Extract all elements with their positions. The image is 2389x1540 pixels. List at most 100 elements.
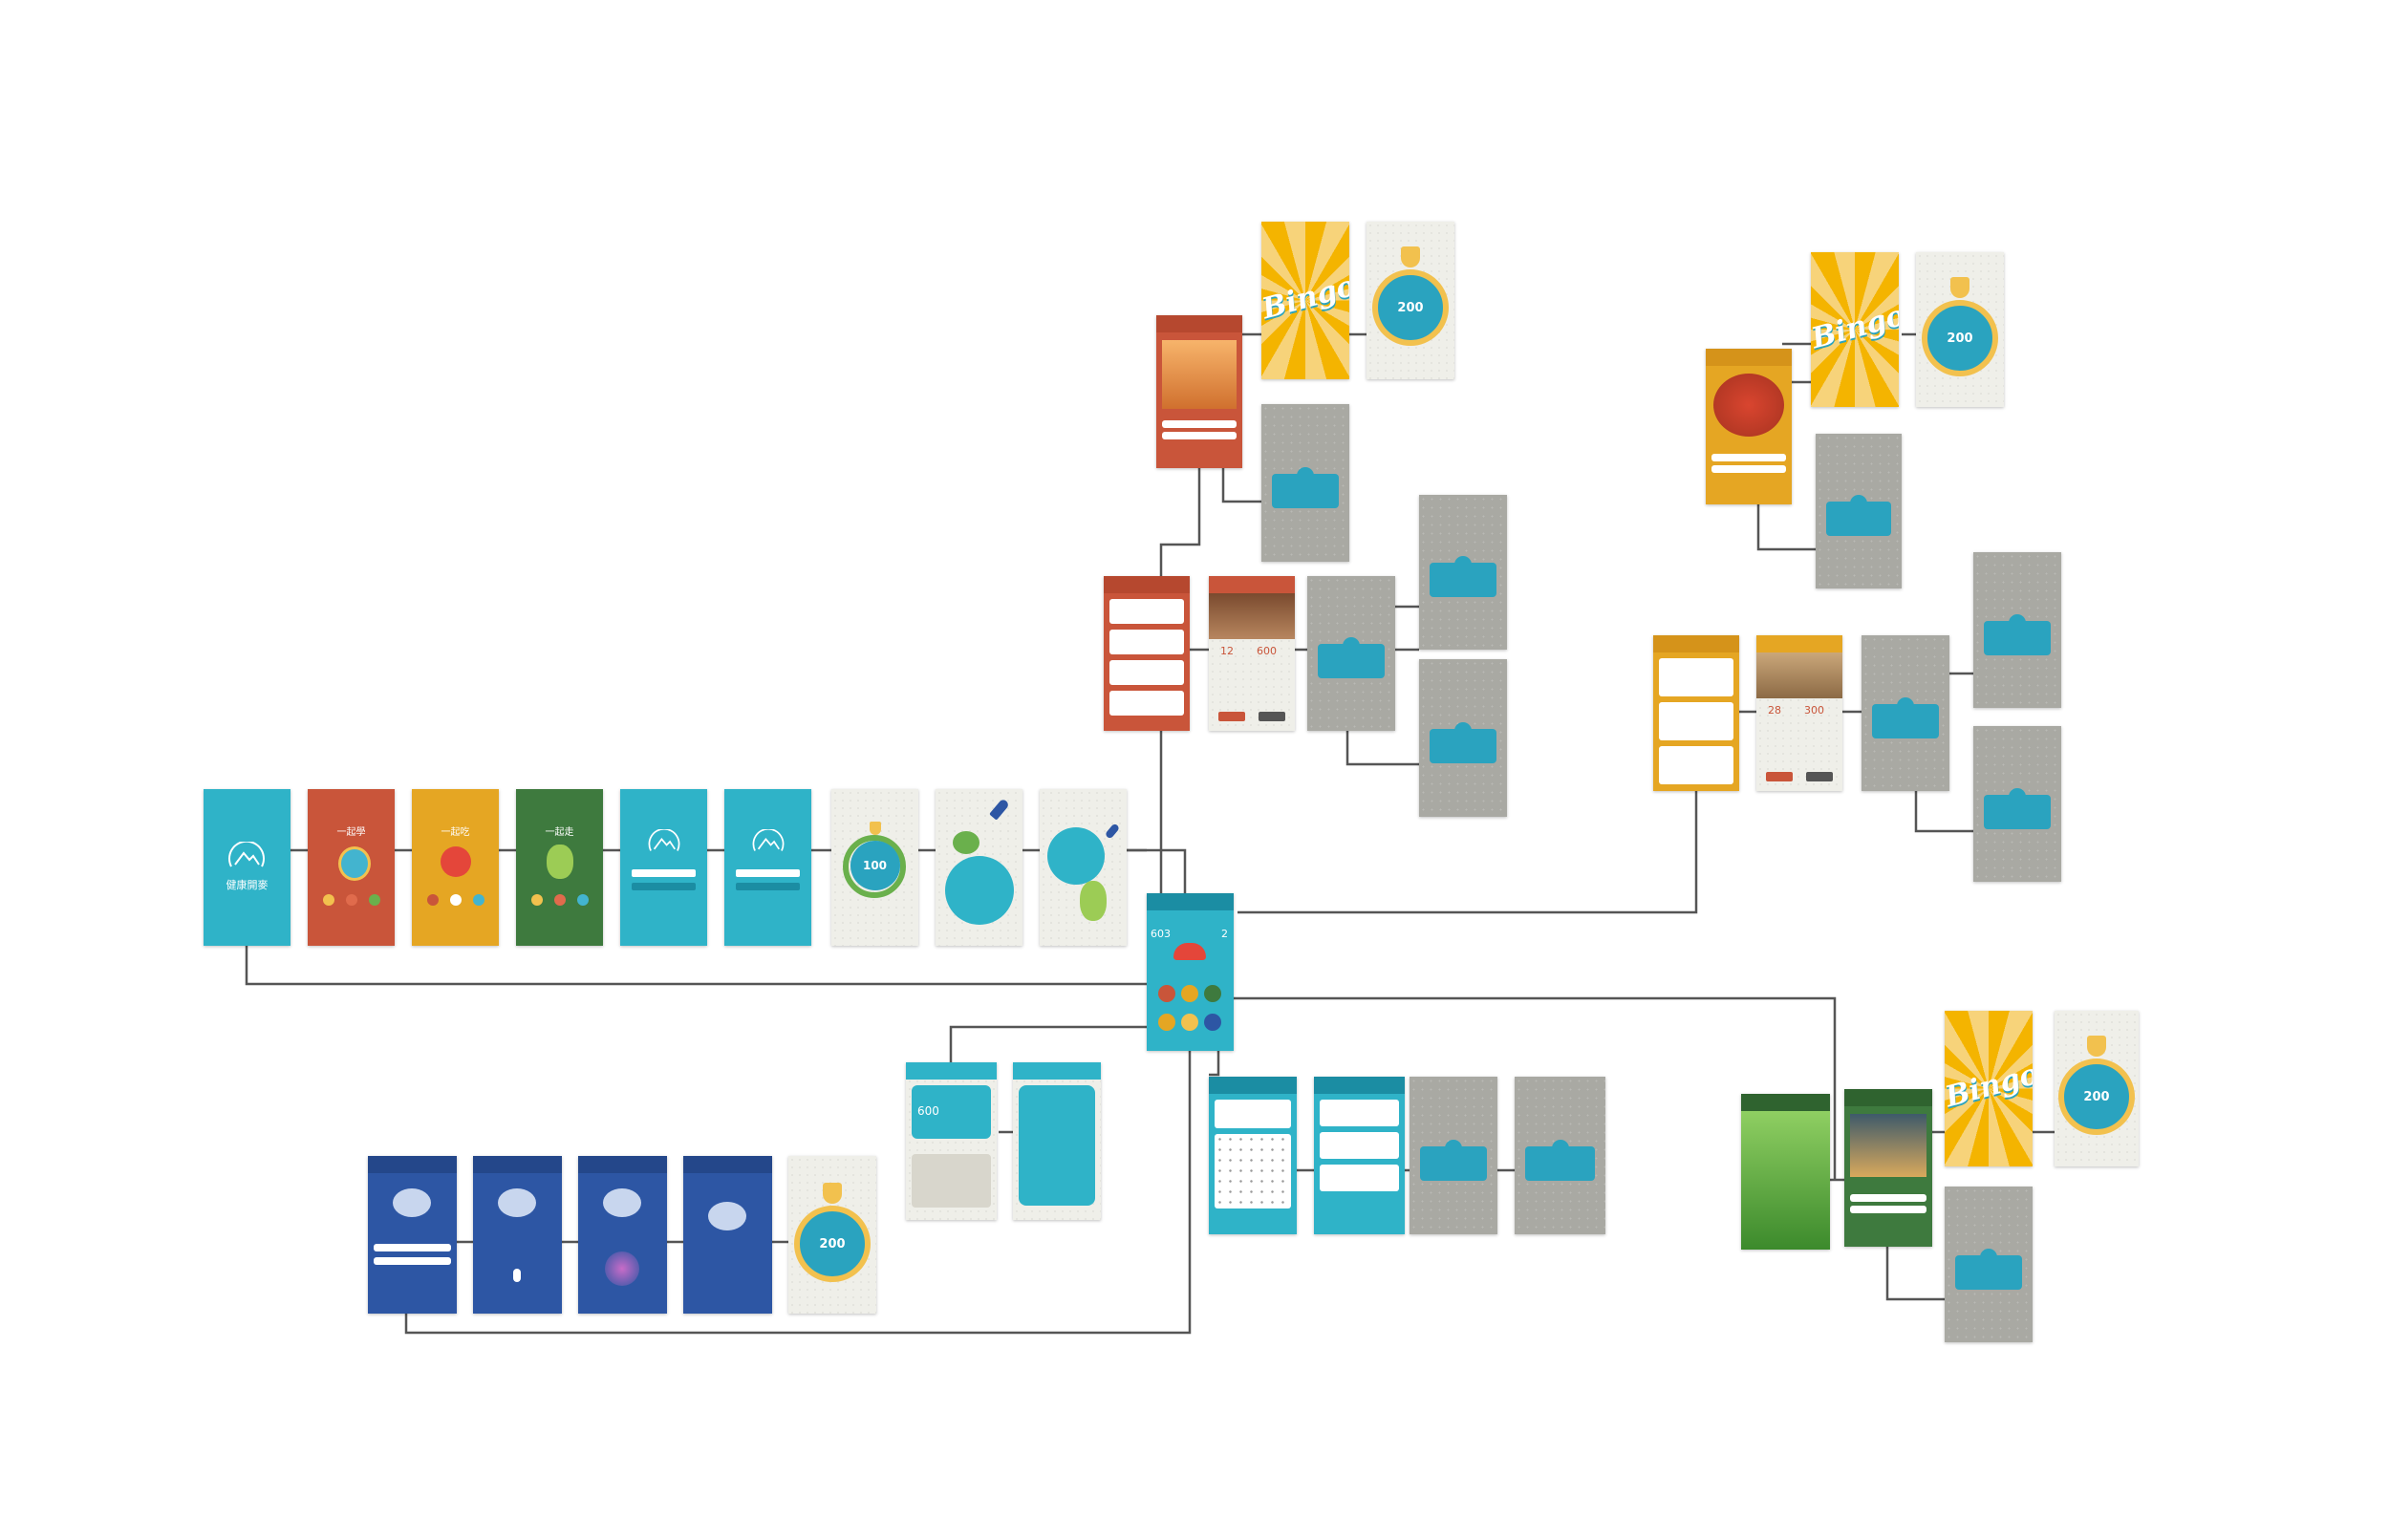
retry-dialog[interactable]: [1955, 1248, 2022, 1290]
lesson-item[interactable]: [1109, 599, 1184, 624]
choice-row[interactable]: [1850, 1206, 1926, 1213]
screen-wish-medal[interactable]: 200: [788, 1156, 876, 1314]
screen-schedule-result[interactable]: [1515, 1077, 1605, 1234]
screen-splash[interactable]: 健康開麥: [204, 789, 291, 946]
choice-row[interactable]: [1850, 1194, 1926, 1202]
screen-learn-list[interactable]: [1104, 576, 1190, 731]
screen-wish-1[interactable]: [368, 1156, 457, 1314]
screen-eat-retry[interactable]: [1816, 434, 1902, 588]
screen-eat-result-a[interactable]: [1973, 552, 2061, 708]
screen-eat-food[interactable]: [1706, 349, 1792, 504]
schedule-item[interactable]: [1320, 1165, 1399, 1191]
screen-intro-learn[interactable]: 一起學: [308, 789, 395, 946]
result-dialog[interactable]: [1430, 556, 1496, 597]
screen-schedule-list[interactable]: [1314, 1077, 1405, 1234]
calendar-grid[interactable]: [1215, 1134, 1291, 1208]
screen-learn-retry[interactable]: [1261, 404, 1349, 562]
screen-wish-3[interactable]: [578, 1156, 667, 1314]
lesson-item[interactable]: [1109, 660, 1184, 685]
recipe-item[interactable]: [1659, 658, 1733, 696]
detail-points-value: 300: [1804, 704, 1824, 717]
screen-calendar[interactable]: [1209, 1077, 1297, 1234]
calendar-bar: [1209, 1077, 1297, 1094]
intro-move-title: 一起走: [545, 827, 574, 838]
choice-row[interactable]: [1711, 454, 1786, 461]
screen-eat-medal[interactable]: 200: [1916, 252, 2004, 407]
screen-learn-detail[interactable]: 12 600: [1209, 576, 1295, 731]
hub-points-icon[interactable]: [1158, 1014, 1175, 1031]
confirm-dialog[interactable]: [1318, 637, 1385, 678]
calendar-header-card: [1215, 1100, 1291, 1128]
confirm-dialog[interactable]: [1872, 696, 1939, 738]
choice-row[interactable]: [1162, 432, 1237, 439]
login-button[interactable]: [632, 883, 696, 890]
screen-points-history[interactable]: [1013, 1062, 1101, 1220]
hub-calendar-icon[interactable]: [1181, 1014, 1198, 1031]
recipe-item[interactable]: [1659, 746, 1733, 784]
result-dialog[interactable]: [1525, 1139, 1595, 1181]
speech-bubble: [1047, 827, 1105, 885]
screen-eat-result-b[interactable]: [1973, 726, 2061, 882]
shooting-star-icon: [498, 1188, 536, 1217]
screen-onboarding-rocket[interactable]: [936, 789, 1022, 946]
screen-move-retry[interactable]: [1945, 1187, 2033, 1342]
hub-eat-icon[interactable]: [1181, 985, 1198, 1002]
choice-row[interactable]: [1162, 420, 1237, 428]
login-button[interactable]: [736, 883, 800, 890]
screen-move-sunset[interactable]: [1844, 1089, 1932, 1247]
screen-learn-result-a[interactable]: [1419, 495, 1507, 650]
screen-learn-result-b[interactable]: [1419, 659, 1507, 817]
screen-home-hub[interactable]: 603 2: [1147, 893, 1234, 1051]
screen-schedule-confirm[interactable]: [1410, 1077, 1497, 1234]
screen-eat-list[interactable]: [1653, 635, 1739, 791]
screen-onboarding-speech[interactable]: [1040, 789, 1127, 946]
recording-glow-icon[interactable]: [605, 1251, 639, 1286]
lesson-item[interactable]: [1109, 691, 1184, 716]
screen-eat-bingo[interactable]: Bingo!: [1811, 252, 1899, 407]
choice-row[interactable]: [1711, 465, 1786, 473]
confirm-dialog[interactable]: [1420, 1139, 1487, 1181]
screen-move-bingo[interactable]: Bingo!: [1945, 1011, 2033, 1166]
screen-reward-100[interactable]: 100: [831, 789, 918, 946]
login-field[interactable]: [632, 869, 696, 877]
hub-learn-icon[interactable]: [1158, 985, 1175, 1002]
screen-eat-confirm[interactable]: [1862, 635, 1949, 791]
screen-learn-confirm[interactable]: [1307, 576, 1395, 731]
screen-login-1[interactable]: [620, 789, 707, 946]
screen-learn-medal[interactable]: 200: [1367, 222, 1454, 379]
retry-dialog[interactable]: [1272, 466, 1339, 508]
wish-option[interactable]: [374, 1244, 451, 1251]
cancel-button[interactable]: [1259, 712, 1285, 721]
screen-learn-bingo[interactable]: Bingo!: [1261, 222, 1349, 379]
screen-intro-eat[interactable]: 一起吃: [412, 789, 499, 946]
screen-login-2[interactable]: [724, 789, 811, 946]
learn-list-bar: [1104, 576, 1190, 593]
screen-move-medal[interactable]: 200: [2055, 1011, 2139, 1166]
recipe-item[interactable]: [1659, 702, 1733, 740]
lesson-item[interactable]: [1109, 630, 1184, 654]
screen-intro-move[interactable]: 一起走: [516, 789, 603, 946]
screen-wish-4[interactable]: [683, 1156, 772, 1314]
schedule-item[interactable]: [1320, 1132, 1399, 1159]
wish-bar: [473, 1156, 562, 1173]
cancel-button[interactable]: [1806, 772, 1833, 781]
join-button[interactable]: [1766, 772, 1793, 781]
schedule-item[interactable]: [1320, 1100, 1399, 1126]
wish-option[interactable]: [374, 1257, 451, 1265]
screen-wish-2[interactable]: [473, 1156, 562, 1314]
screen-points-summary[interactable]: 600: [906, 1062, 997, 1220]
result-dialog[interactable]: [1984, 787, 2051, 829]
login-field[interactable]: [736, 869, 800, 877]
sunset-photo: [1850, 1114, 1926, 1177]
result-dialog[interactable]: [1430, 721, 1496, 763]
hub-wish-icon[interactable]: [1204, 1014, 1221, 1031]
join-button[interactable]: [1218, 712, 1245, 721]
result-dialog[interactable]: [1984, 613, 2051, 655]
screen-move-grass[interactable]: [1741, 1094, 1830, 1250]
intro-eat-title: 一起吃: [441, 827, 470, 838]
screen-eat-detail[interactable]: 28 300: [1756, 635, 1842, 791]
screen-learn-video[interactable]: [1156, 315, 1242, 468]
retry-dialog[interactable]: [1825, 495, 1892, 536]
hub-move-icon[interactable]: [1204, 985, 1221, 1002]
microphone-icon[interactable]: [513, 1269, 521, 1282]
